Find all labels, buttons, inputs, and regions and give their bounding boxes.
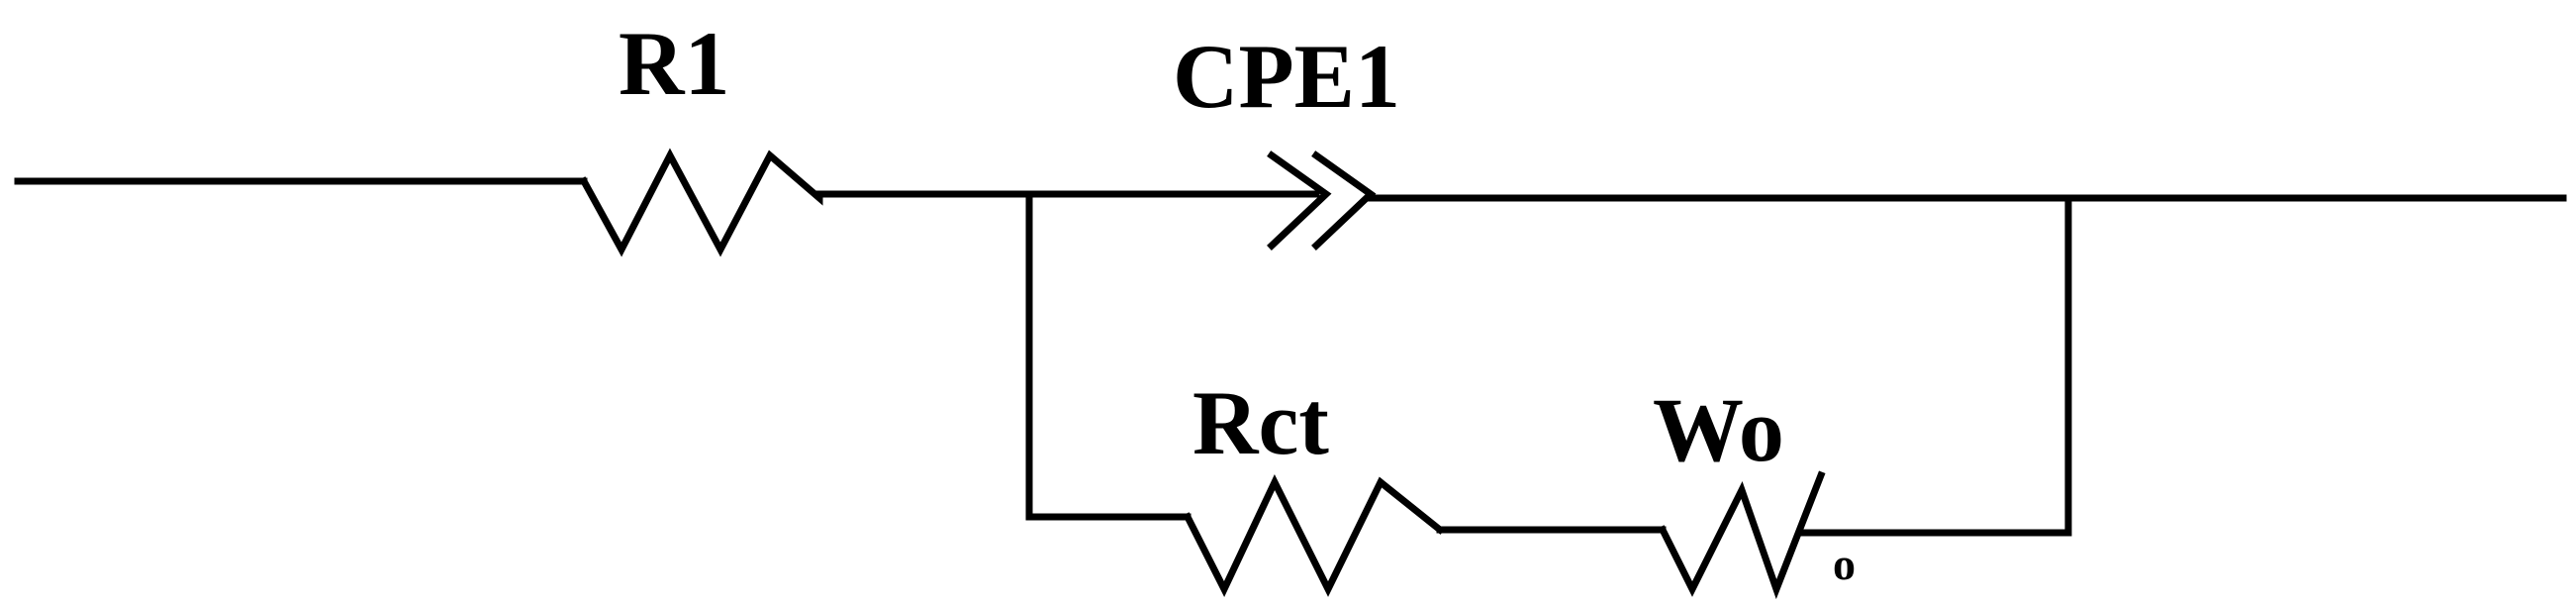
cpe1-right-chevron-icon <box>1311 151 1377 251</box>
cpe1-left-chevron-icon <box>1267 151 1332 251</box>
resistor-r1-icon <box>579 148 823 257</box>
warburg-wo-icon <box>1658 470 1826 600</box>
label-wo: Wo <box>1653 379 1784 480</box>
resistor-rct-icon <box>1183 473 1445 597</box>
label-wo-subscript: o <box>1833 539 1856 589</box>
label-r1: R1 <box>619 13 729 114</box>
label-cpe1: CPE1 <box>1173 26 1400 127</box>
label-rct: Rct <box>1193 372 1329 473</box>
